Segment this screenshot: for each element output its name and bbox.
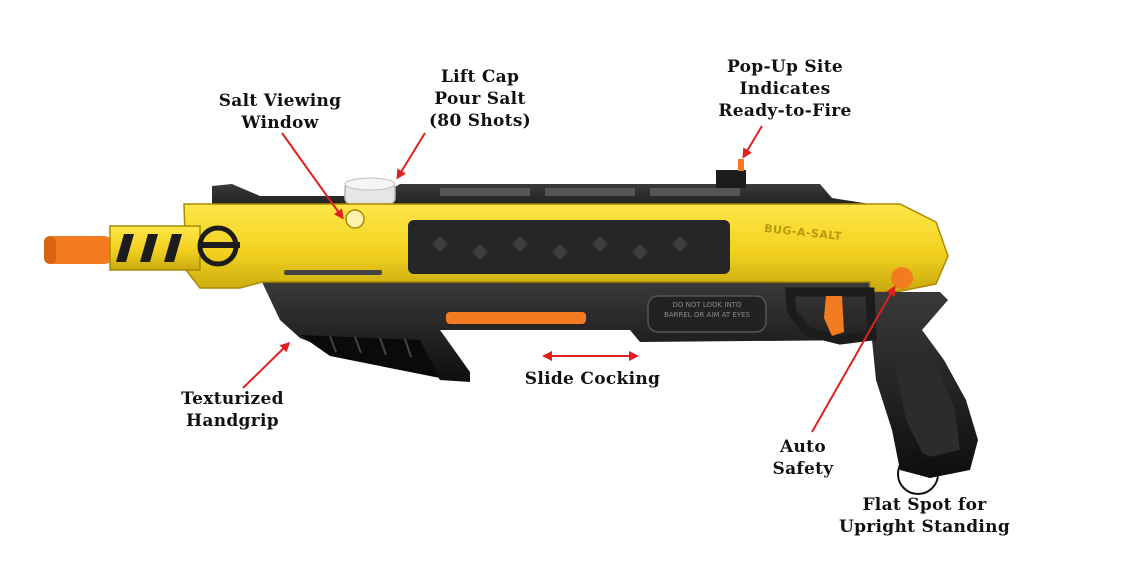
label-slide-cocking: Slide Cocking [524,369,661,389]
label-salt-viewing-window: Salt Viewing Window [218,91,342,133]
label-pop-up-site: Pop-Up Site Indicates Ready-to-Fire [718,57,852,121]
callout-arrows [242,125,896,433]
arrow-auto-safety [811,285,896,433]
arrow-pop-up-site [742,125,763,159]
barrel-warning-text: DO NOT LOOK INTO BARREL OR AIM AT EYES [664,301,750,319]
lower-frame [262,282,870,382]
pistol-grip [785,267,978,478]
label-texturized-handgrip: Texturized Handgrip [181,389,284,431]
label-flat-spot: Flat Spot for Upright Standing [838,495,1011,537]
muzzle-tip [44,236,114,264]
arrow-handgrip [242,341,291,389]
label-lift-cap: Lift Cap Pour Salt (80 Shots) [428,67,532,131]
salt-cap [344,177,396,205]
arrow-salt-window [281,132,344,220]
yellow-body [109,203,949,293]
label-auto-safety: Auto Safety [772,437,834,479]
arrow-lift-cap [396,132,426,180]
pop-up-sight [716,159,746,188]
flat-spot-circle [897,453,939,495]
